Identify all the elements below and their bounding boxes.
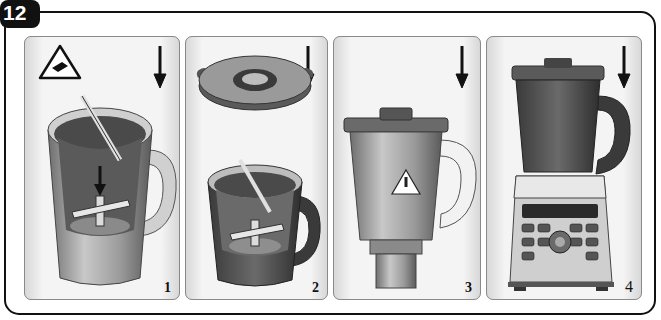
jug-closed — [344, 108, 476, 288]
figure-number: 12 — [3, 2, 26, 23]
step-number: 1 — [164, 281, 171, 295]
figure-tab — [0, 0, 40, 28]
step-number: 3 — [465, 281, 472, 295]
frame — [5, 12, 655, 314]
step-number: 4 — [625, 279, 633, 295]
step-panel: 2 — [185, 36, 328, 300]
step-panel: 4 — [486, 36, 642, 300]
lid — [197, 56, 313, 110]
step-panel: 3 — [333, 36, 481, 300]
step-panel: 1 — [24, 36, 180, 300]
appliance — [508, 58, 630, 291]
step-number: 2 — [312, 281, 319, 295]
jug-open — [48, 96, 176, 285]
caution-icon — [40, 46, 80, 78]
jug-open — [208, 160, 320, 286]
